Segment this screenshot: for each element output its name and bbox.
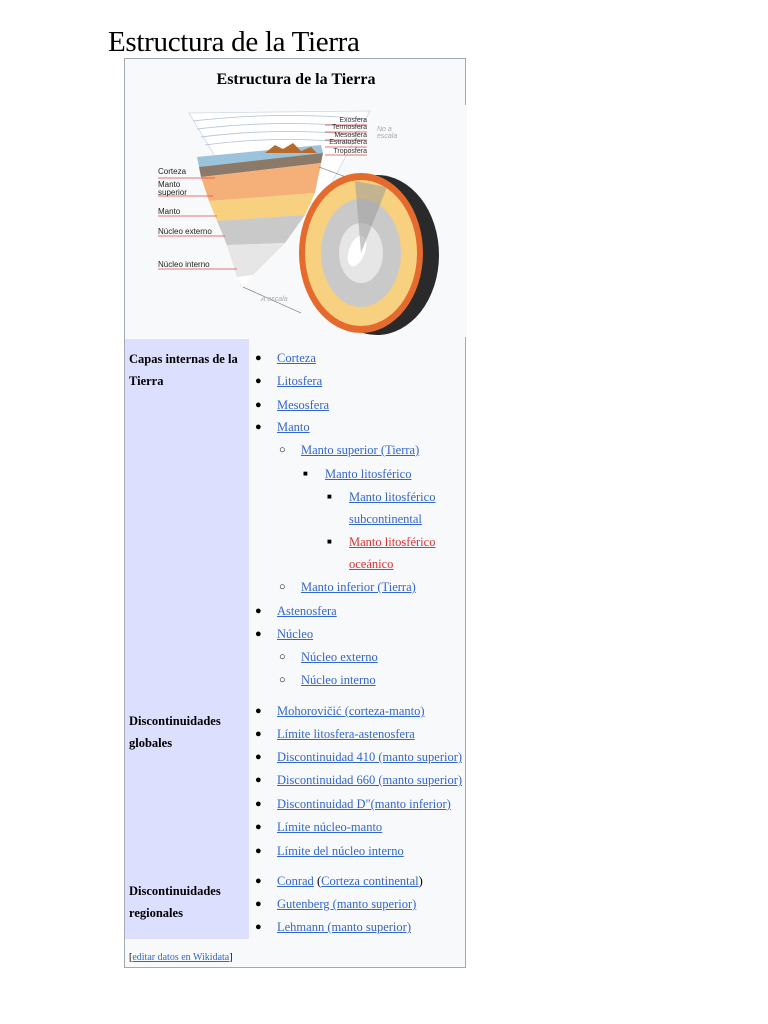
paren-close: ) (418, 874, 423, 888)
link-nucleo[interactable]: Núcleo (277, 627, 314, 641)
link-discontinuidad-660[interactable]: Discontinuidad 660 (manto superior) (277, 773, 463, 787)
label-corteza: Corteza (158, 167, 187, 176)
label-a-escala: A escala (260, 296, 288, 303)
link-nucleo-interno[interactable]: Núcleo interno (301, 673, 376, 687)
link-limite-nucleo-manto[interactable]: Límite núcleo-manto (277, 820, 383, 834)
label-manto: Manto (158, 207, 181, 216)
infobox-footer: [editar datos en Wikidata] (129, 952, 233, 963)
infobox-title: Estructura de la Tierra (216, 71, 376, 88)
link-manto[interactable]: Manto (277, 420, 310, 434)
link-lehmann[interactable]: Lehmann (manto superior) (277, 920, 411, 934)
link-mohorovicic[interactable]: Mohorovičić (corteza-manto) (277, 704, 425, 718)
label-exosfera: Exosfera (339, 117, 367, 124)
link-manto-inferior[interactable]: Manto inferior (Tierra) (301, 580, 416, 594)
paren-open: ( (313, 874, 322, 888)
label-nucleo-externo: Núcleo externo (158, 227, 212, 236)
link-limite-nucleo-interno[interactable]: Límite del núcleo interno (277, 844, 404, 858)
link-manto-litosferico-subcontinental-2[interactable]: subcontinental (349, 512, 422, 526)
link-manto-litosferico[interactable]: Manto litosférico (325, 467, 412, 481)
label-manto-superior-1: Manto (158, 180, 181, 189)
label-escala: escala (377, 133, 397, 140)
link-corteza-continental[interactable]: Corteza continental (321, 874, 419, 888)
infobox: Estructura de la Tierra (124, 58, 467, 968)
link-limite-litosfera-astenosfera[interactable]: Límite litosfera-astenosfera (277, 727, 415, 741)
label-troposfera: Troposfera (333, 148, 367, 155)
earth-structure-diagram: Exosfera Termosfera Mesosfera Estratosfe… (125, 105, 467, 337)
label-nucleo-interno: Núcleo interno (158, 260, 210, 269)
link-manto-litosferico-oceanico-1[interactable]: Manto litosférico (349, 535, 436, 549)
edit-wikidata-link[interactable]: editar datos en Wikidata (132, 952, 230, 963)
label-termosfera: Termosfera (332, 124, 367, 131)
page-title: Estructura de la Tierra (108, 26, 360, 58)
link-manto-litosferico-subcontinental-1[interactable]: Manto litosférico (349, 490, 436, 504)
link-astenosfera[interactable]: Astenosfera (277, 604, 337, 618)
link-manto-superior[interactable]: Manto superior (Tierra) (301, 443, 420, 457)
label-mesosfera: Mesosfera (334, 132, 367, 139)
label-no-a: No a (377, 126, 392, 133)
link-litosfera[interactable]: Litosfera (277, 374, 323, 388)
label-estratosfera: Estratosfera (329, 139, 367, 146)
link-manto-litosferico-oceanico-2[interactable]: oceánico (349, 557, 394, 571)
link-conrad[interactable]: Conrad (277, 874, 314, 888)
link-nucleo-externo[interactable]: Núcleo externo (301, 650, 378, 664)
link-discontinuidad-410[interactable]: Discontinuidad 410 (manto superior) (277, 750, 463, 764)
link-corteza[interactable]: Corteza (277, 351, 316, 365)
link-discontinuidad-d[interactable]: Discontinuidad D"(manto inferior) (277, 797, 451, 811)
link-mesosfera[interactable]: Mesosfera (277, 398, 330, 412)
link-gutenberg[interactable]: Gutenberg (manto superior) (277, 897, 417, 911)
label-manto-superior-2: superior (158, 188, 187, 197)
